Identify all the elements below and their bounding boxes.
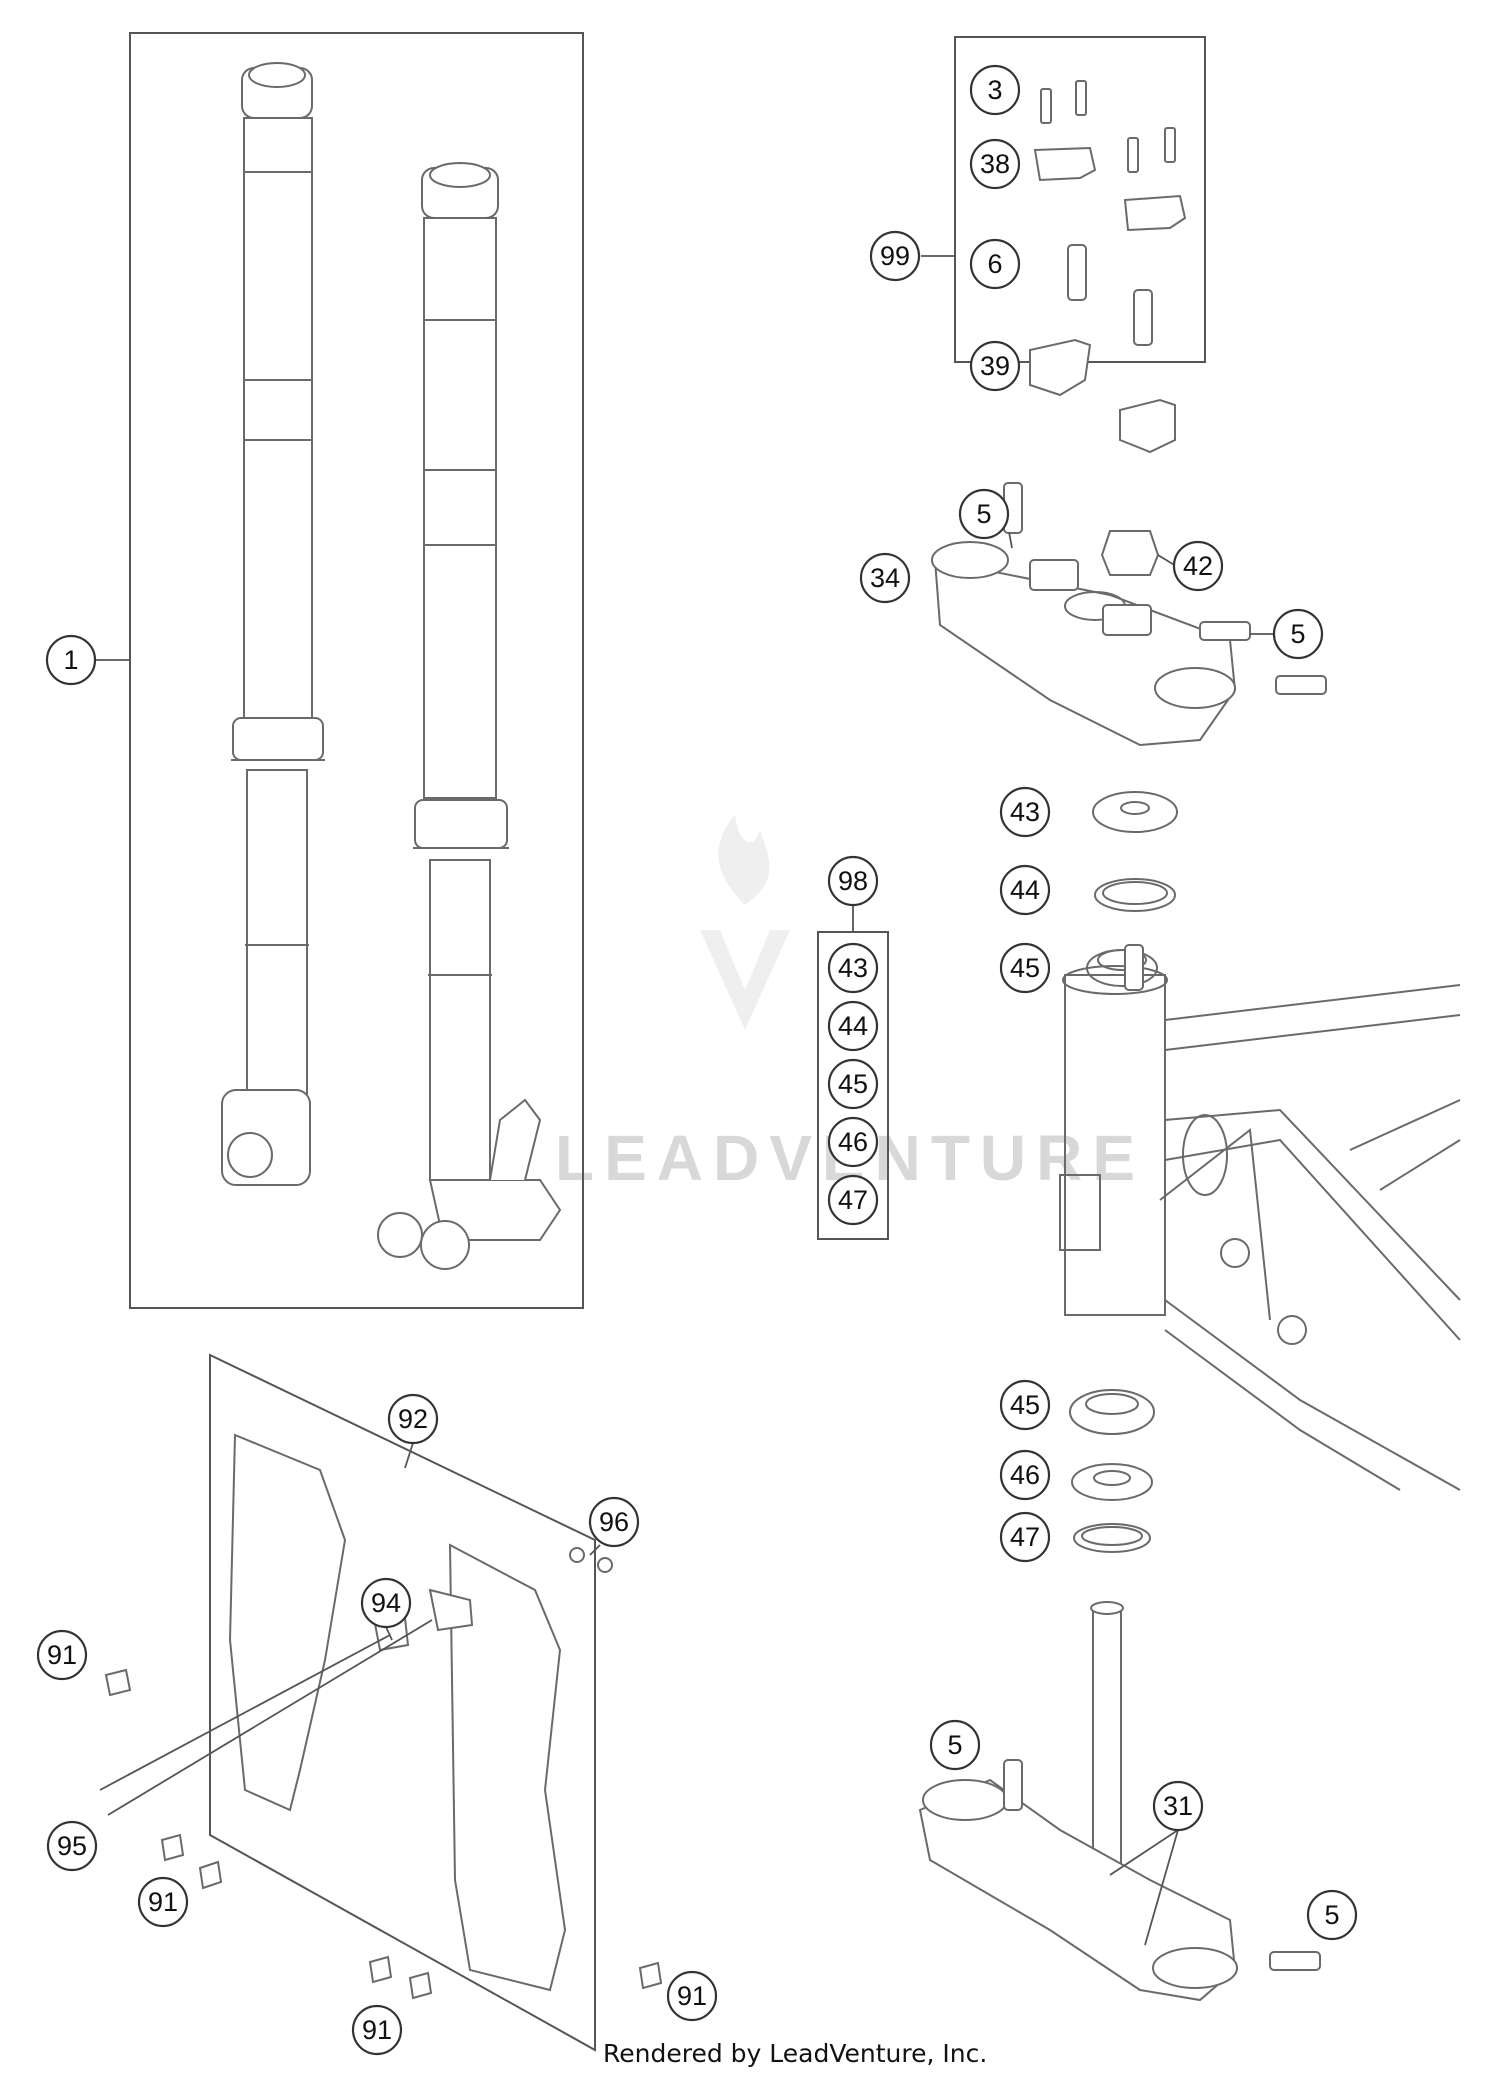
svg-text:95: 95 — [57, 1831, 87, 1861]
callout-91-b: 91 — [137, 1876, 189, 1928]
svg-text:45: 45 — [1010, 1390, 1040, 1420]
leader-lines — [385, 531, 1273, 1946]
callout-94: 94 — [360, 1577, 412, 1629]
callout-43: 43 — [999, 786, 1051, 838]
callout-91-c: 91 — [351, 2004, 403, 2056]
svg-text:6: 6 — [987, 249, 1002, 279]
callout-99: 99 — [869, 230, 921, 282]
callout-38: 38 — [969, 138, 1021, 190]
callout-47: 47 — [999, 1511, 1051, 1563]
callout-39: 39 — [969, 340, 1021, 392]
render-credit: Rendered by LeadVenture, Inc. — [603, 2039, 987, 2068]
svg-text:92: 92 — [398, 1404, 428, 1434]
callout-45-bottom: 45 — [999, 1379, 1051, 1431]
callout-95: 95 — [46, 1820, 98, 1872]
motorcycle-frame — [1059, 944, 1461, 1491]
svg-text:91: 91 — [148, 1887, 178, 1917]
callout-46: 46 — [999, 1449, 1051, 1501]
svg-text:31: 31 — [1163, 1791, 1193, 1821]
svg-text:44: 44 — [1010, 875, 1040, 905]
svg-text:99: 99 — [880, 241, 910, 271]
svg-text:46: 46 — [838, 1127, 868, 1157]
fork-guard-box — [209, 1353, 596, 2052]
svg-text:5: 5 — [947, 1730, 962, 1760]
callout-98-47: 47 — [827, 1174, 879, 1226]
callout-42: 42 — [1172, 540, 1224, 592]
svg-text:38: 38 — [980, 149, 1010, 179]
callout-91-a: 91 — [36, 1629, 88, 1681]
callout-1: 1 — [45, 634, 97, 686]
svg-text:91: 91 — [362, 2015, 392, 2045]
svg-text:5: 5 — [976, 499, 991, 529]
svg-text:45: 45 — [838, 1069, 868, 1099]
leadventure-watermark-logo — [700, 815, 790, 1030]
svg-text:1: 1 — [63, 645, 78, 675]
callout-3: 3 — [969, 64, 1021, 116]
callout-44: 44 — [999, 864, 1051, 916]
svg-text:39: 39 — [980, 351, 1010, 381]
callout-98: 98 — [827, 855, 879, 907]
handlebar-kit-parts — [1029, 80, 1187, 454]
svg-text:5: 5 — [1290, 619, 1305, 649]
triple-clamp-lower — [918, 1601, 1321, 2002]
callout-6: 6 — [969, 238, 1021, 290]
svg-text:43: 43 — [1010, 797, 1040, 827]
callout-92: 92 — [387, 1393, 439, 1445]
svg-text:45: 45 — [1010, 953, 1040, 983]
callout-5-lower: 5 — [929, 1719, 981, 1771]
svg-text:91: 91 — [677, 1981, 707, 2011]
callout-96: 96 — [588, 1496, 640, 1548]
callout-45-top: 45 — [999, 942, 1051, 994]
svg-text:46: 46 — [1010, 1460, 1040, 1490]
fork-leg-left — [221, 62, 325, 1186]
svg-text:47: 47 — [1010, 1522, 1040, 1552]
bearing-stack-bottom — [1069, 1389, 1155, 1553]
bearing-stack-top — [1086, 791, 1178, 987]
svg-text:44: 44 — [838, 1011, 868, 1041]
triple-clamp-upper — [931, 482, 1327, 747]
svg-text:42: 42 — [1183, 551, 1213, 581]
callout-98-44: 44 — [827, 1000, 879, 1052]
fork-leg-right — [377, 162, 562, 1270]
callout-31: 31 — [1152, 1780, 1204, 1832]
svg-text:94: 94 — [371, 1588, 401, 1618]
callout-91-d: 91 — [666, 1970, 718, 2022]
svg-text:3: 3 — [987, 75, 1002, 105]
svg-text:98: 98 — [838, 866, 868, 896]
callout-98-45: 45 — [827, 1058, 879, 1110]
svg-text:47: 47 — [838, 1185, 868, 1215]
callout-5-top: 5 — [958, 488, 1010, 540]
callout-98-46: 46 — [827, 1116, 879, 1168]
callout-98-43: 43 — [827, 942, 879, 994]
svg-text:5: 5 — [1324, 1900, 1339, 1930]
svg-text:96: 96 — [599, 1507, 629, 1537]
callout-34: 34 — [859, 552, 911, 604]
svg-text:34: 34 — [870, 563, 900, 593]
svg-text:43: 43 — [838, 953, 868, 983]
fork-assembly-box — [129, 32, 584, 1309]
svg-text:91: 91 — [47, 1640, 77, 1670]
callout-5-right: 5 — [1272, 608, 1324, 660]
callout-5-bottom-right: 5 — [1306, 1889, 1358, 1941]
